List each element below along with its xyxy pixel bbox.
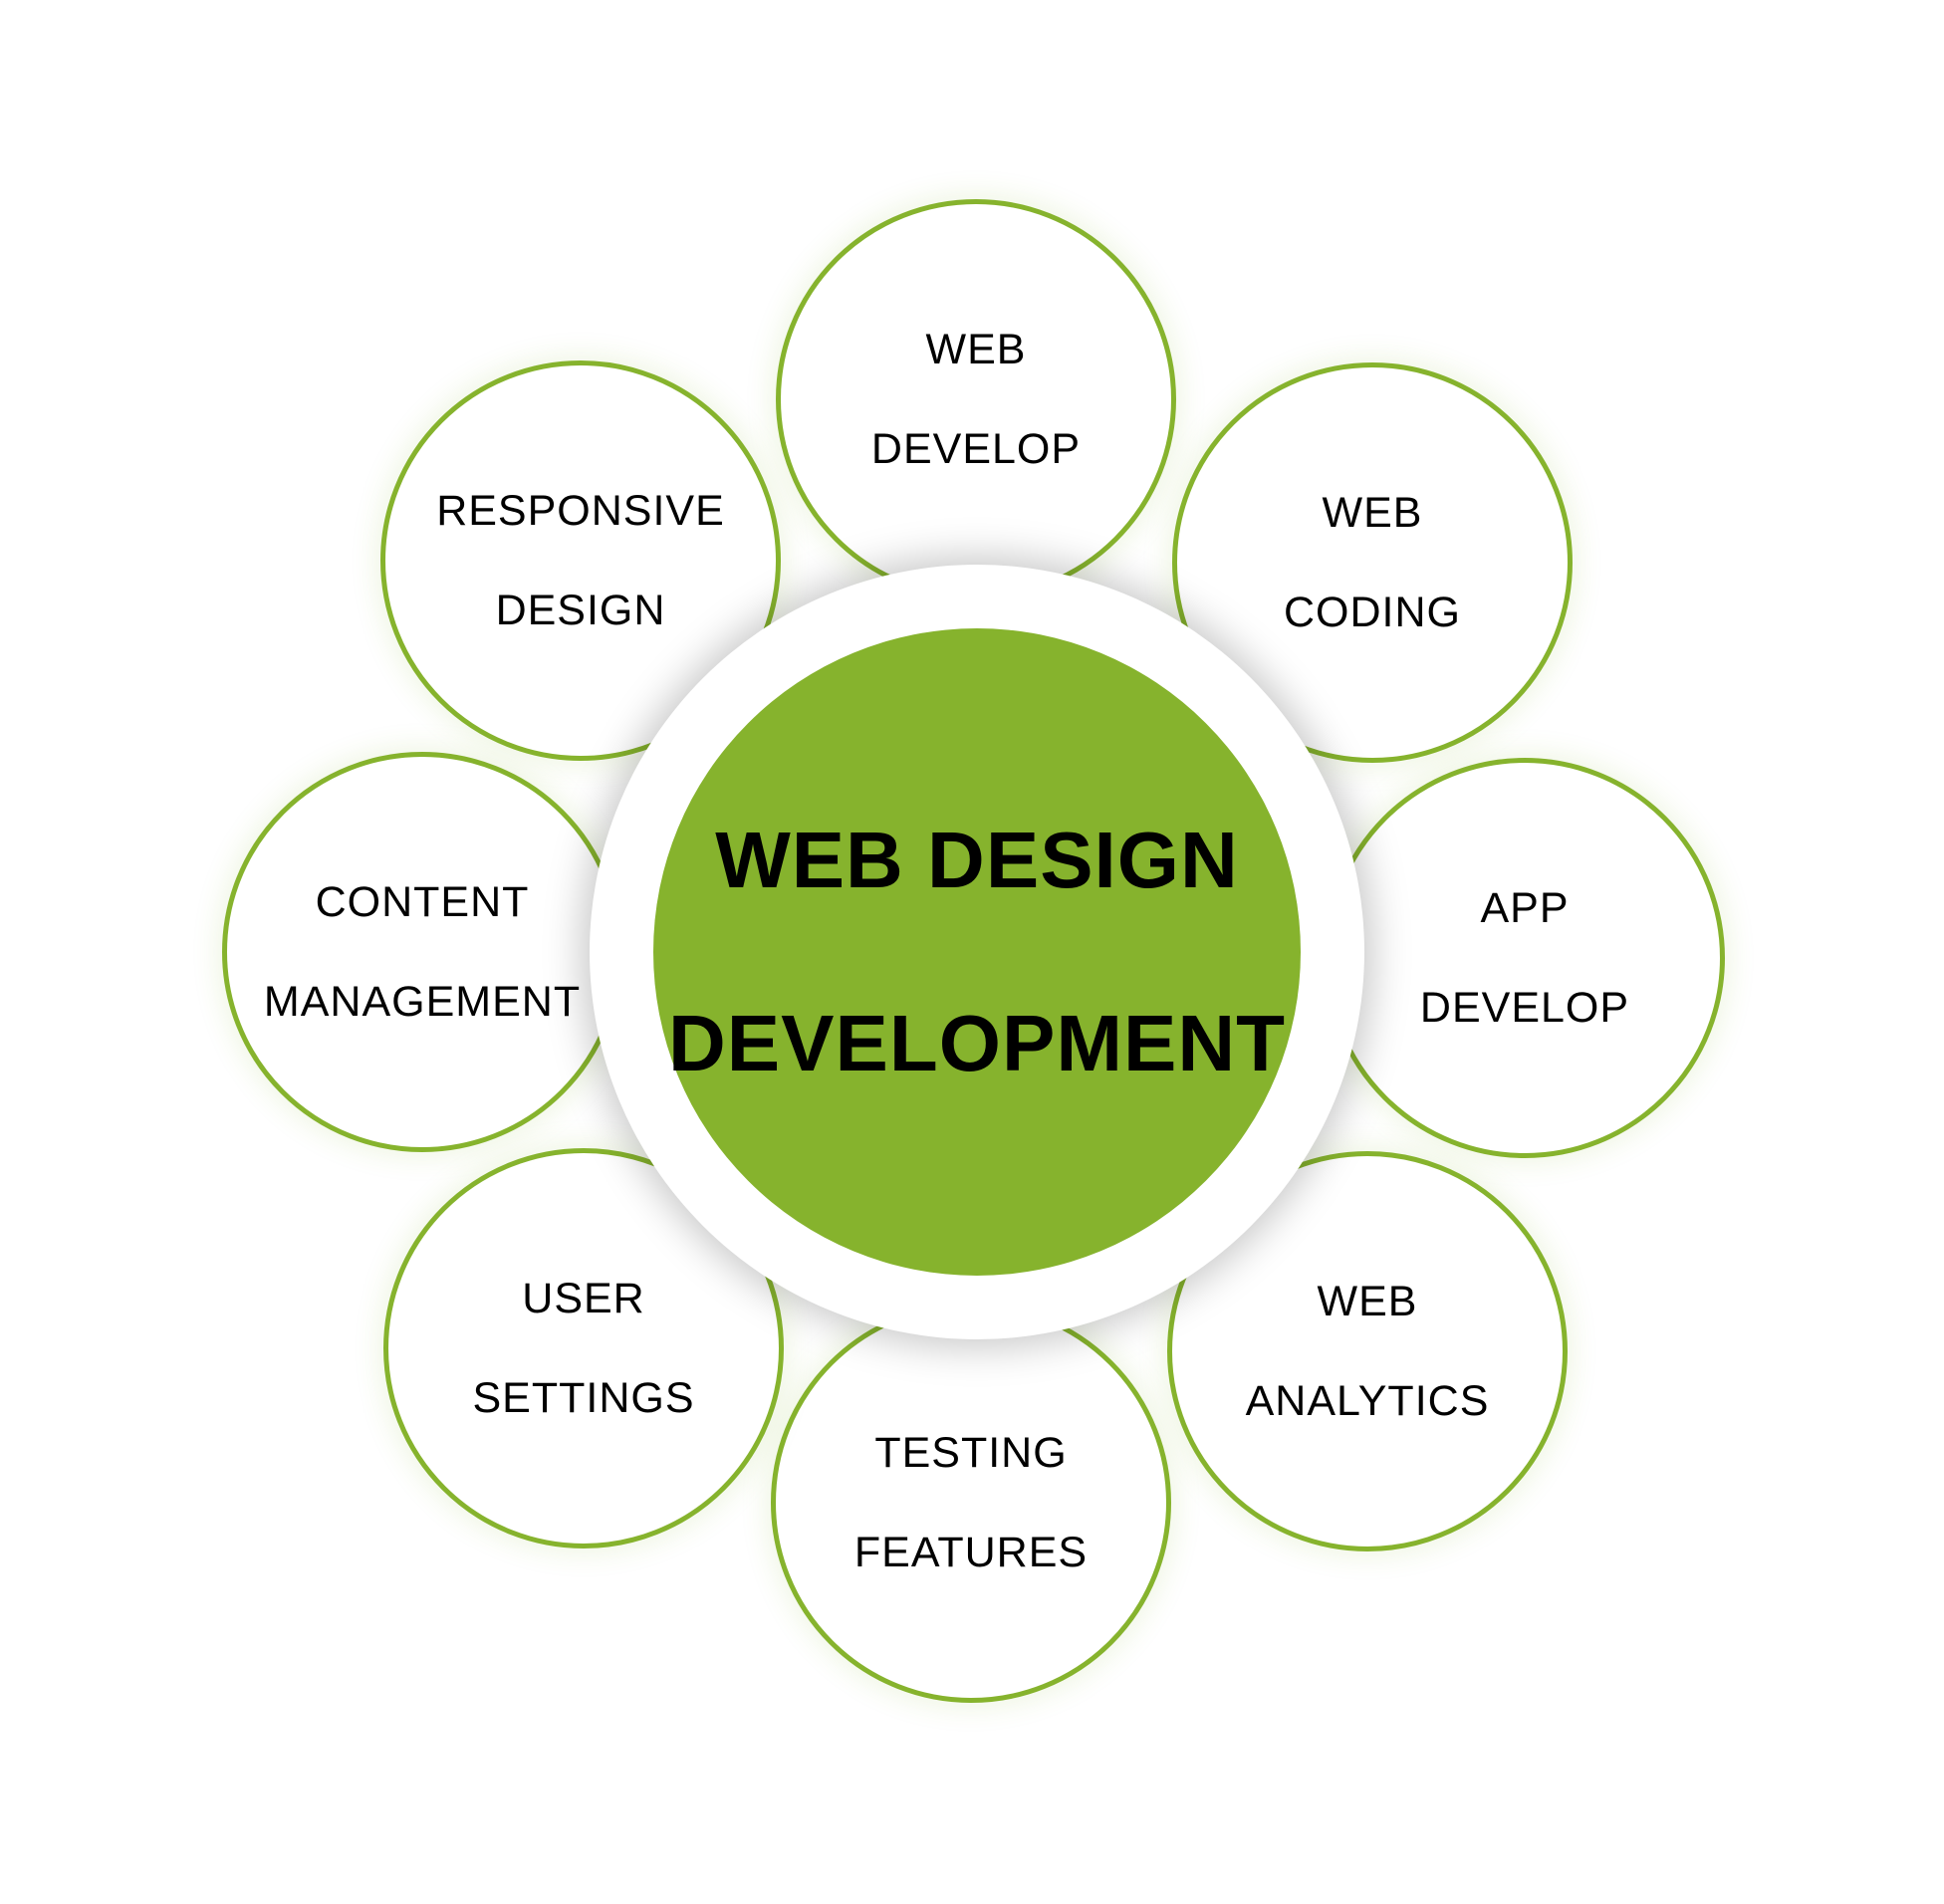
- node-label-line1: WEB: [1322, 489, 1423, 537]
- node-label-line1: RESPONSIVE: [436, 487, 725, 535]
- hub-title-line2: DEVELOPMENT: [668, 999, 1286, 1087]
- node-label: WEB DEVELOP: [871, 275, 1081, 524]
- node-responsive-design: RESPONSIVE DESIGN: [380, 360, 781, 761]
- node-web-analytics: WEB ANALYTICS: [1167, 1151, 1568, 1551]
- node-label-line2: ANALYTICS: [1245, 1377, 1490, 1425]
- node-content-management: CONTENT MANAGEMENT: [222, 752, 622, 1152]
- node-label: WEB ANALYTICS: [1246, 1227, 1490, 1476]
- node-label-line1: USER: [522, 1275, 645, 1322]
- node-label-line2: MANAGEMENT: [263, 978, 582, 1026]
- node-testing-features: TESTING FEATURES: [771, 1303, 1171, 1703]
- node-label: RESPONSIVE DESIGN: [436, 436, 725, 685]
- node-label: USER SETTINGS: [472, 1224, 694, 1473]
- hub-title: WEB DESIGN DEVELOPMENT: [668, 723, 1286, 1181]
- node-label-line2: FEATURES: [853, 1529, 1089, 1576]
- node-label-line1: WEB: [925, 326, 1027, 373]
- node-label-line2: DEVELOP: [870, 425, 1082, 473]
- node-web-develop: WEB DEVELOP: [776, 199, 1176, 599]
- node-label-line1: APP: [1480, 884, 1570, 932]
- hub-title-line1: WEB DESIGN: [715, 816, 1239, 904]
- node-label-line1: WEB: [1317, 1278, 1418, 1325]
- node-label: CONTENT MANAGEMENT: [264, 828, 581, 1076]
- node-label: TESTING FEATURES: [854, 1378, 1088, 1627]
- node-label-line1: TESTING: [874, 1429, 1068, 1477]
- node-label: WEB CODING: [1284, 438, 1461, 687]
- node-label: APP DEVELOP: [1420, 833, 1629, 1082]
- hub-center-circle: WEB DESIGN DEVELOPMENT: [653, 628, 1301, 1276]
- node-app-develop: APP DEVELOP: [1325, 758, 1725, 1158]
- node-label-line2: CODING: [1284, 589, 1461, 636]
- node-label-line2: DEVELOP: [1419, 984, 1630, 1032]
- node-label-line1: CONTENT: [315, 878, 530, 926]
- node-label-line2: DESIGN: [495, 587, 666, 634]
- node-label-line2: SETTINGS: [472, 1374, 695, 1422]
